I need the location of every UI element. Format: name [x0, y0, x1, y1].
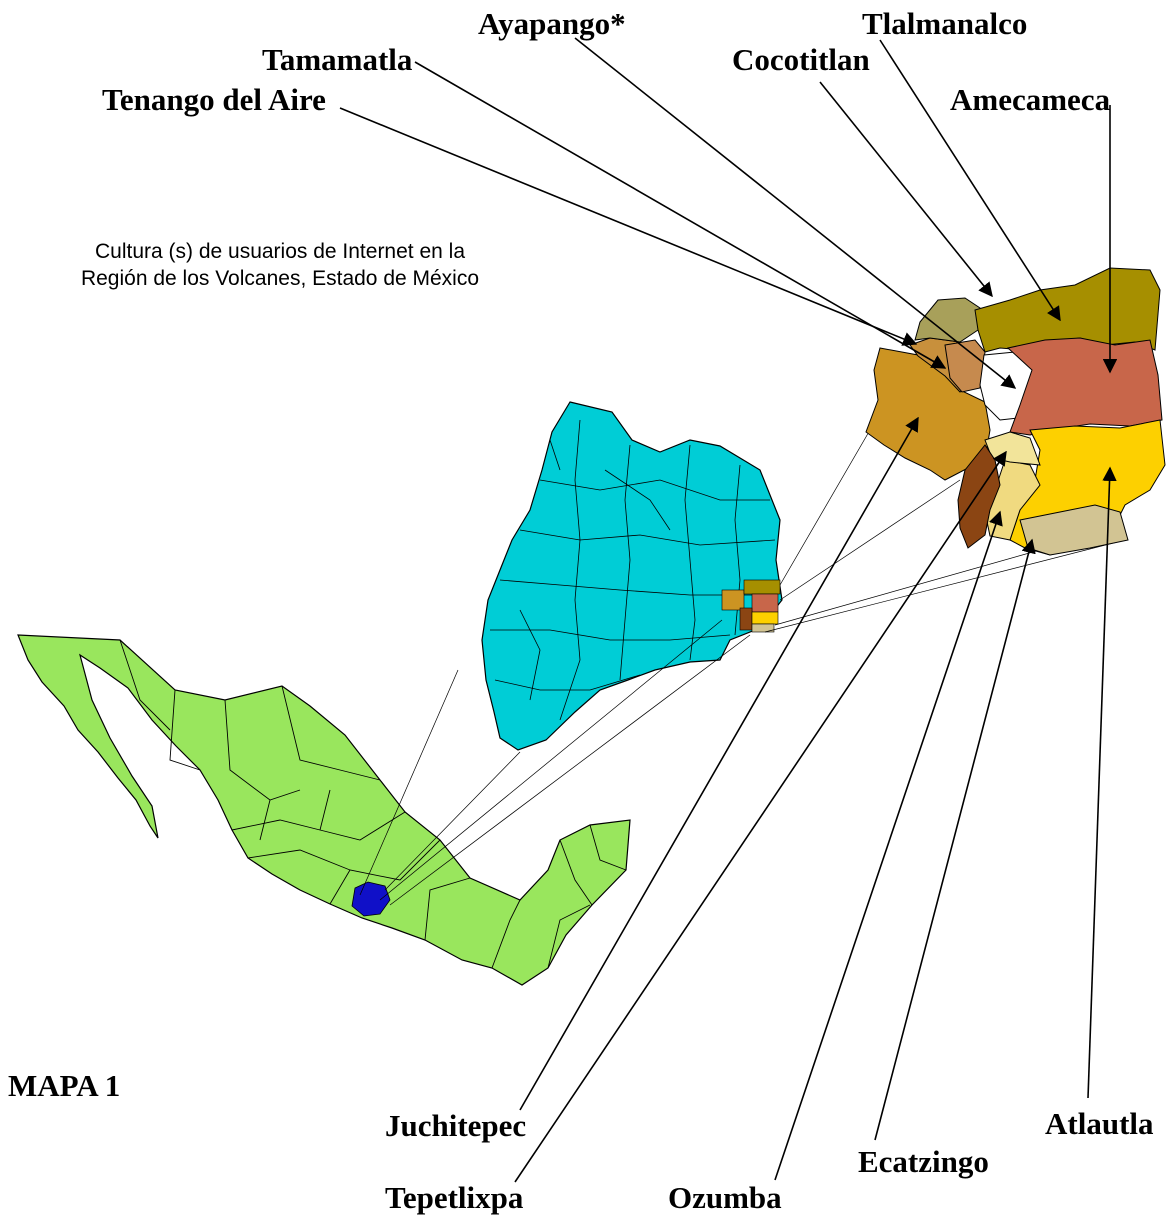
label-juchitepec: Juchitepec: [385, 1108, 527, 1143]
estado-de-mexico-map: [481, 401, 783, 751]
arrow-tenango-del-aire: [339, 107, 918, 346]
map-title-line1: Cultura (s) de usuarios de Internet en l…: [94, 240, 466, 263]
label-cocotitlan: Cocotitlan: [732, 42, 870, 77]
arrow-tamamatla: [414, 61, 947, 369]
label-ozumba: Ozumba: [668, 1180, 782, 1215]
label-tepetlixpa: Tepetlixpa: [385, 1180, 524, 1215]
arrow-ecatzingo: [874, 538, 1036, 1141]
map-title: Cultura (s) de usuarios de Internet en l…: [30, 238, 530, 293]
mexico-outline: [17, 634, 631, 986]
arrow-juchitepec: [519, 416, 919, 1111]
state-of-mexico-highlight: [351, 881, 391, 917]
arrow-atlautla: [1087, 466, 1117, 1099]
arrow-tlalmanalco: [879, 39, 1061, 322]
municipality-unlabeled-brown: [957, 444, 1001, 549]
callout-arrows: [339, 37, 1118, 1183]
arrow-cocotitlan: [819, 81, 993, 298]
region-de-los-volcanes-detail: [865, 267, 1166, 556]
label-tenango-del-aire: Tenango del Aire: [102, 82, 326, 117]
label-atlautla: Atlautla: [1045, 1106, 1154, 1141]
zoom-connector-lines: [359, 429, 1126, 906]
label-amecameca: Amecameca: [950, 82, 1111, 117]
mexico-map: [17, 634, 631, 986]
arrow-tepetlixpa: [514, 450, 1007, 1183]
volcanes-region-small: [721, 579, 781, 633]
label-tamamatla: Tamamatla: [262, 42, 413, 77]
arrow-ozumba: [774, 510, 1003, 1181]
label-ecatzingo: Ecatzingo: [858, 1144, 989, 1179]
arrow-ayapango: [574, 37, 1017, 389]
label-ayapango: Ayapango*: [478, 6, 626, 41]
municipality-amecameca: [1006, 337, 1163, 436]
map-title-line2: Región de los Volcanes, Estado de México: [80, 267, 480, 291]
municipality-tamamatla: [944, 339, 986, 393]
mexico-state-borders: [119, 639, 627, 969]
map-number-label: MAPA 1: [8, 1068, 121, 1103]
municipal-borders: [490, 419, 776, 721]
estado-de-mexico-outline: [481, 401, 783, 751]
municipality-cocotitlan: [914, 297, 981, 343]
label-tlalmanalco: Tlalmanalco: [862, 6, 1028, 41]
